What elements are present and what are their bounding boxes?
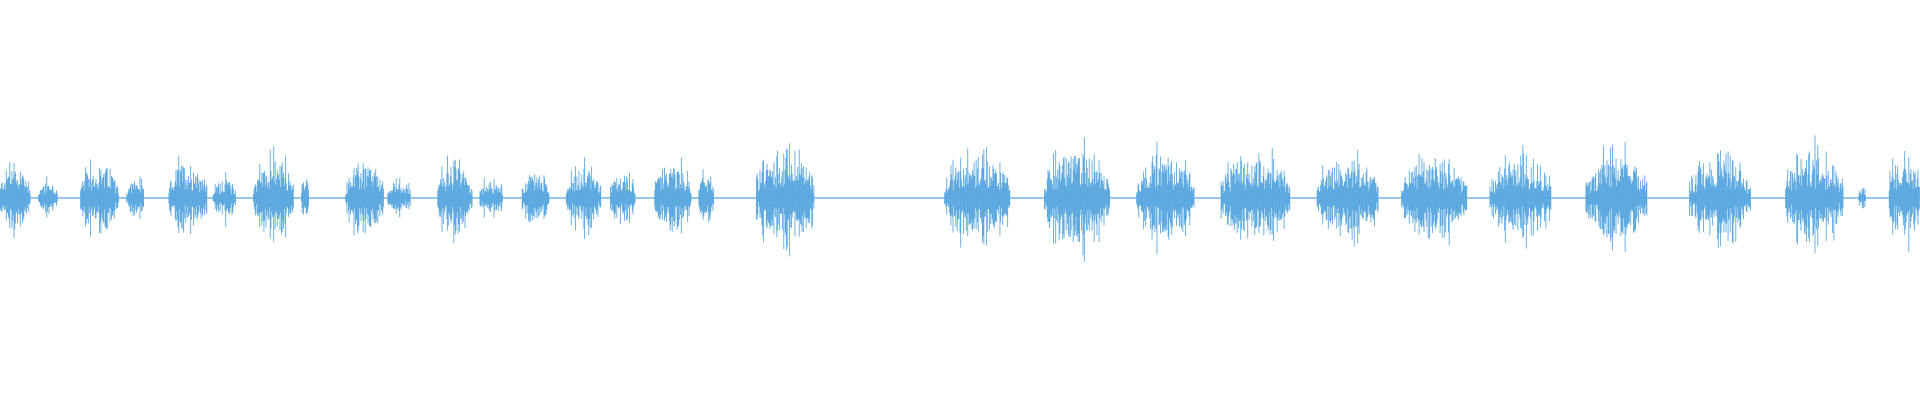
waveform-segment xyxy=(345,163,384,236)
waveform-segment xyxy=(521,174,550,223)
waveform-segment xyxy=(252,145,294,242)
waveform-segment xyxy=(1044,137,1111,262)
waveform-segment xyxy=(756,143,815,257)
waveform-segment xyxy=(1316,150,1379,247)
waveform-segment xyxy=(1401,154,1468,246)
waveform-segment xyxy=(1888,150,1920,252)
waveform-segment xyxy=(300,179,309,215)
waveform-segment xyxy=(1785,135,1844,254)
waveform-segment xyxy=(1689,150,1751,248)
waveform-segment xyxy=(80,159,119,237)
waveform-segment xyxy=(479,177,503,218)
waveform-segment xyxy=(437,155,473,244)
waveform-segment xyxy=(37,175,58,218)
waveform-bars xyxy=(0,135,1920,262)
waveform-segment xyxy=(387,177,411,218)
waveform-segment xyxy=(1136,141,1195,255)
waveform-segment xyxy=(212,172,236,227)
waveform-segment xyxy=(1489,144,1552,249)
waveform-segment xyxy=(0,161,31,239)
waveform-segment xyxy=(698,169,715,222)
waveform-segment xyxy=(1858,188,1867,209)
waveform-segment xyxy=(610,172,636,225)
waveform-segment xyxy=(944,146,1011,248)
waveform-segment xyxy=(168,155,208,235)
waveform-segment xyxy=(654,157,692,234)
waveform-segment xyxy=(565,157,602,240)
waveform-segment xyxy=(1220,147,1291,241)
waveform-segment xyxy=(1585,142,1648,252)
waveform-segment xyxy=(126,176,144,220)
